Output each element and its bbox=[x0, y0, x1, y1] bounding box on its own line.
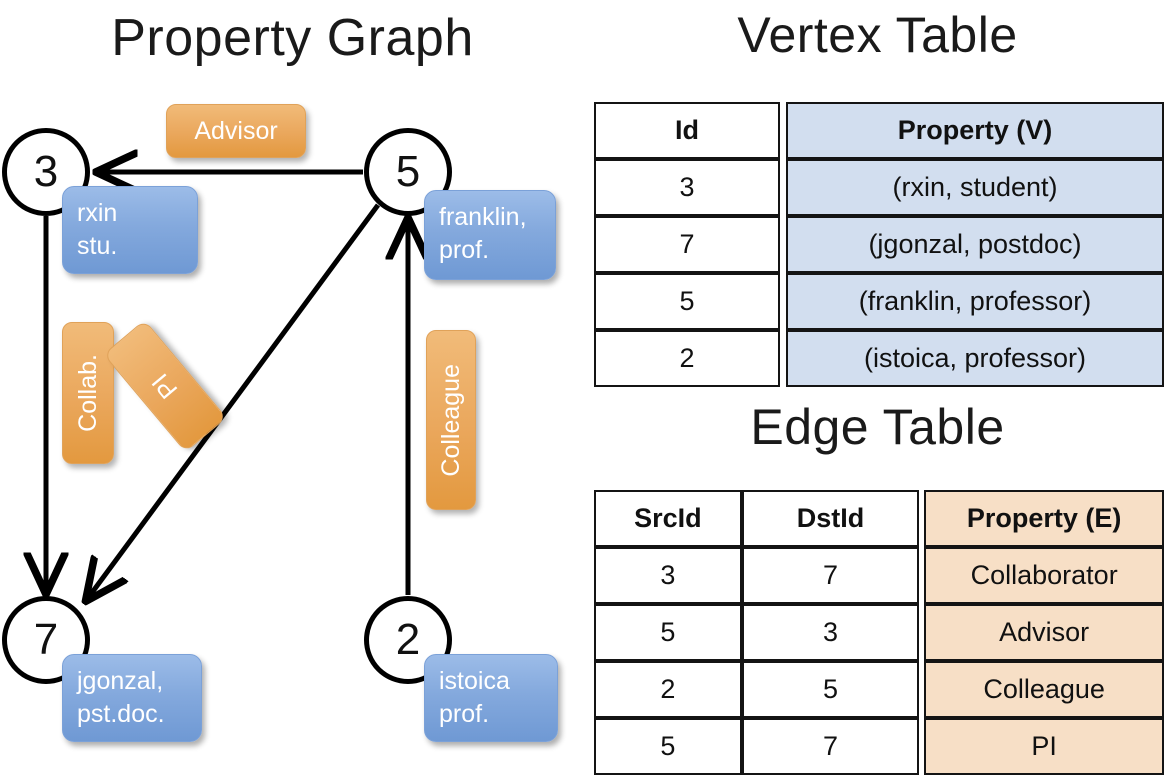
node-property-line-1: franklin, bbox=[439, 203, 527, 231]
vertex-table-column-gap bbox=[780, 159, 786, 216]
edge-label-colleague: Colleague bbox=[426, 330, 476, 510]
edge-cell-dstid: 5 bbox=[741, 661, 920, 718]
edge-label-advisor: Advisor bbox=[166, 104, 306, 158]
edge-table-header-row: SrcId DstId Property (E) bbox=[594, 490, 1164, 547]
table-row: 7 (jgonzal, postdoc) bbox=[594, 216, 1164, 273]
node-property-box-2: istoica prof. bbox=[424, 654, 558, 742]
vertex-table-header-property: Property (V) bbox=[786, 102, 1164, 159]
table-row: 2 (istoica, professor) bbox=[594, 330, 1164, 387]
vertex-cell-id: 2 bbox=[594, 330, 780, 387]
edge-table: SrcId DstId Property (E) 3 7 Collaborato… bbox=[594, 490, 1164, 775]
node-property-line-2: prof. bbox=[439, 700, 490, 728]
edge-table-column-gap bbox=[919, 718, 925, 775]
table-row: 2 5 Colleague bbox=[594, 661, 1164, 718]
edge-cell-dstid: 7 bbox=[741, 547, 920, 604]
page-title-vertex-table: Vertex Table bbox=[737, 7, 1018, 63]
edge-cell-srcid: 3 bbox=[594, 547, 742, 604]
edge-cell-property: Collaborator bbox=[924, 547, 1164, 604]
vertex-table-column-gap bbox=[780, 102, 786, 159]
page-title-edge-table: Edge Table bbox=[750, 399, 1005, 455]
vertex-table: Id Property (V) 3 (rxin, student) 7 (jgo… bbox=[594, 102, 1164, 387]
edge-table-column-gap bbox=[919, 661, 925, 718]
edge-line-pi bbox=[88, 203, 381, 598]
edge-cell-property: PI bbox=[924, 718, 1164, 775]
vertex-cell-id: 3 bbox=[594, 159, 780, 216]
node-property-box-7: jgonzal, pst.doc. bbox=[62, 654, 202, 742]
node-property-line-1: istoica bbox=[439, 667, 510, 695]
vertex-table-container: Id Property (V) 3 (rxin, student) 7 (jgo… bbox=[594, 102, 1164, 387]
vertex-cell-property: (franklin, professor) bbox=[786, 273, 1164, 330]
vertex-cell-property: (istoica, professor) bbox=[786, 330, 1164, 387]
edge-cell-dstid: 3 bbox=[741, 604, 920, 661]
edge-cell-srcid: 2 bbox=[594, 661, 742, 718]
edge-cell-dstid: 7 bbox=[741, 718, 920, 775]
edge-table-header-srcid: SrcId bbox=[594, 490, 742, 547]
edge-table-container: SrcId DstId Property (E) 3 7 Collaborato… bbox=[594, 490, 1164, 775]
edge-cell-property: Advisor bbox=[924, 604, 1164, 661]
node-property-box-5: franklin, prof. bbox=[424, 190, 556, 280]
vertex-table-column-gap bbox=[780, 216, 786, 273]
table-row: 5 7 PI bbox=[594, 718, 1164, 775]
edge-label-pi-text: PI bbox=[146, 368, 183, 405]
edge-cell-property: Colleague bbox=[924, 661, 1164, 718]
edge-label-advisor-text: Advisor bbox=[194, 116, 278, 145]
table-row: 5 (franklin, professor) bbox=[594, 273, 1164, 330]
edge-label-collab: Collab. bbox=[62, 322, 114, 464]
edge-cell-srcid: 5 bbox=[594, 604, 742, 661]
table-row: 3 (rxin, student) bbox=[594, 159, 1164, 216]
node-property-line-2: stu. bbox=[77, 232, 118, 260]
edge-table-column-gap bbox=[919, 490, 925, 547]
graph-node-2[interactable]: 2 bbox=[364, 596, 452, 684]
vertex-table-column-gap bbox=[780, 330, 786, 387]
vertex-table-header-row: Id Property (V) bbox=[594, 102, 1164, 159]
node-property-line-2: prof. bbox=[439, 236, 490, 264]
table-row: 3 7 Collaborator bbox=[594, 547, 1164, 604]
property-graph-diagram: 3 5 7 2 rxin stu. franklin, prof. jgonza… bbox=[0, 0, 585, 760]
edge-table-column-gap bbox=[919, 604, 925, 661]
vertex-cell-id: 7 bbox=[594, 216, 780, 273]
vertex-cell-property: (jgonzal, postdoc) bbox=[786, 216, 1164, 273]
page-title-property-graph: Property Graph bbox=[111, 9, 474, 67]
vertex-table-column-gap bbox=[780, 273, 786, 330]
node-property-line-1: jgonzal, bbox=[77, 667, 164, 695]
edge-table-header-dstid: DstId bbox=[741, 490, 920, 547]
node-property-line-2: pst.doc. bbox=[77, 700, 165, 728]
node-property-line-1: rxin bbox=[77, 199, 118, 227]
table-row: 5 3 Advisor bbox=[594, 604, 1164, 661]
edge-cell-srcid: 5 bbox=[594, 718, 742, 775]
edge-table-column-gap bbox=[919, 547, 925, 604]
vertex-table-header-id: Id bbox=[594, 102, 780, 159]
node-property-box-3: rxin stu. bbox=[62, 186, 198, 274]
edge-table-header-property: Property (E) bbox=[924, 490, 1164, 547]
vertex-cell-property: (rxin, student) bbox=[786, 159, 1164, 216]
edge-label-collab-text: Collab. bbox=[73, 354, 102, 432]
graph-node-5[interactable]: 5 bbox=[364, 128, 452, 216]
vertex-cell-id: 5 bbox=[594, 273, 780, 330]
graph-edge-lines bbox=[0, 0, 585, 760]
edge-label-colleague-text: Colleague bbox=[436, 363, 465, 477]
